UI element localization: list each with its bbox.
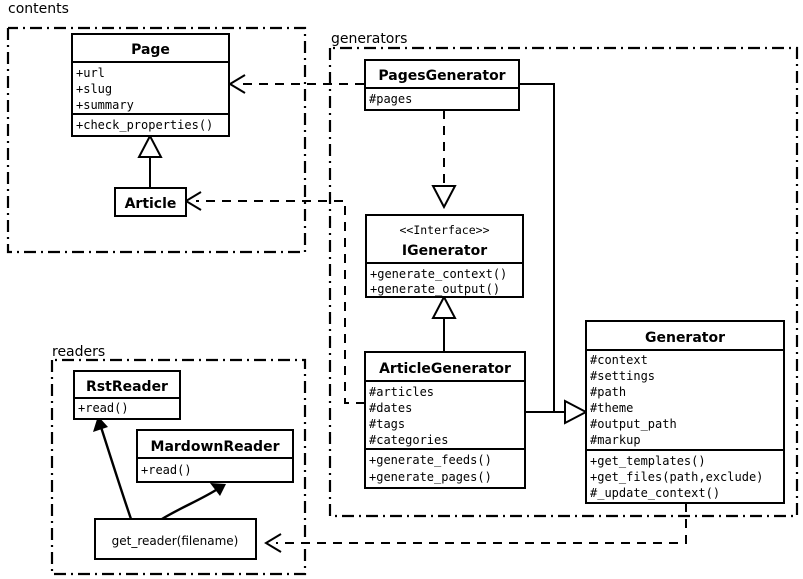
package-readers-label: readers — [52, 344, 105, 360]
class-mardown-reader-method-read: +read() — [141, 463, 192, 477]
class-mardown-reader[interactable]: MardownReader +read() — [136, 429, 294, 483]
class-generator-attr-path: #path — [590, 385, 626, 399]
class-igenerator-method-generate-context: +generate_context() — [370, 267, 507, 281]
package-readers: readers — [50, 344, 307, 576]
class-article-box[interactable] — [114, 187, 187, 217]
class-article[interactable]: Article — [114, 187, 187, 217]
function-get-reader-box[interactable] — [94, 518, 257, 560]
class-page-method-check-properties: +check_properties() — [76, 118, 213, 132]
class-pages-generator-attr-pages: #pages — [369, 92, 412, 106]
class-article-generator-attr-dates: #dates — [369, 401, 412, 415]
class-igenerator-box[interactable] — [365, 214, 524, 298]
class-rst-reader-box[interactable] — [73, 370, 181, 420]
relation-get-reader-returns-markdown — [161, 483, 226, 521]
class-article-generator-attr-categories: #categories — [369, 433, 448, 447]
class-article-generator-name: ArticleGenerator — [379, 361, 511, 377]
class-generator-attr-markup: #markup — [590, 433, 641, 447]
class-generator-attr-theme: #theme — [590, 401, 633, 415]
relation-pagesgen-implements-igen — [431, 110, 457, 210]
class-generator-attr-settings: #settings — [590, 369, 655, 383]
relation-pagesgen-uses-page — [228, 74, 364, 94]
class-pages-generator[interactable]: PagesGenerator #pages — [364, 59, 520, 111]
package-generators-border — [328, 46, 799, 518]
relation-articlegen-implements-igen — [431, 294, 457, 352]
class-article-generator-attr-articles: #articles — [369, 385, 434, 399]
class-generator[interactable]: Generator #context #settings #path #them… — [585, 320, 785, 504]
class-article-generator-method-generate-feeds: +generate_feeds() — [369, 453, 492, 467]
class-igenerator-method-generate-output: +generate_output() — [370, 282, 500, 296]
class-generator-method-get-templates: +get_templates() — [590, 454, 706, 468]
class-page-attr-url: +url — [76, 66, 105, 80]
class-article-generator[interactable]: ArticleGenerator #articles #dates #tags … — [364, 351, 526, 489]
package-generators-label: generators — [331, 31, 407, 47]
class-page-name: Page — [131, 42, 170, 58]
class-article-generator-box[interactable] — [364, 351, 526, 489]
package-contents-border — [6, 26, 307, 254]
class-article-generator-attr-tags: #tags — [369, 417, 405, 431]
class-generator-attr-context: #context — [590, 353, 648, 367]
relation-get-reader-returns-rst — [93, 416, 133, 520]
class-rst-reader[interactable]: RstReader +read() — [73, 370, 181, 420]
class-igenerator-name: IGenerator — [402, 243, 487, 259]
relation-articlegen-uses-article — [184, 191, 365, 404]
class-pages-generator-box[interactable] — [364, 59, 520, 111]
class-generator-name: Generator — [645, 330, 725, 346]
class-article-name: Article — [125, 196, 177, 212]
class-page-attr-summary: +summary — [76, 98, 134, 112]
class-page-attr-slug: +slug — [76, 82, 112, 96]
class-generator-method-get-files: +get_files(path,exclude) — [590, 470, 763, 484]
class-generator-box[interactable] — [585, 320, 785, 504]
class-article-generator-method-generate-pages: +generate_pages() — [369, 470, 492, 484]
class-mardown-reader-name: MardownReader — [151, 439, 280, 455]
class-page-box[interactable] — [71, 33, 230, 137]
package-contents-label: contents — [8, 1, 69, 17]
class-igenerator[interactable]: <<Interface>> IGenerator +generate_conte… — [365, 214, 524, 298]
class-page[interactable]: Page +url +slug +summary +check_properti… — [71, 33, 230, 137]
class-rst-reader-name: RstReader — [86, 379, 168, 395]
function-get-reader-label: get_reader(filename) — [112, 534, 239, 548]
relation-article-extends-page — [137, 133, 163, 188]
package-readers-border — [50, 358, 307, 576]
relation-pagesgen-extends-generator — [519, 83, 589, 425]
function-get-reader[interactable]: get_reader(filename) — [94, 518, 257, 560]
class-pages-generator-name: PagesGenerator — [378, 68, 505, 84]
package-generators: generators — [328, 31, 799, 518]
package-contents: contents — [6, 1, 307, 254]
relation-generator-uses-get-reader — [264, 503, 687, 553]
class-generator-attr-output-path: #output_path — [590, 417, 677, 431]
class-mardown-reader-box[interactable] — [136, 429, 294, 483]
class-igenerator-stereotype: <<Interface>> — [399, 223, 489, 237]
class-rst-reader-method-read: +read() — [78, 401, 129, 415]
class-generator-method-update-context: #_update_context() — [590, 486, 720, 500]
